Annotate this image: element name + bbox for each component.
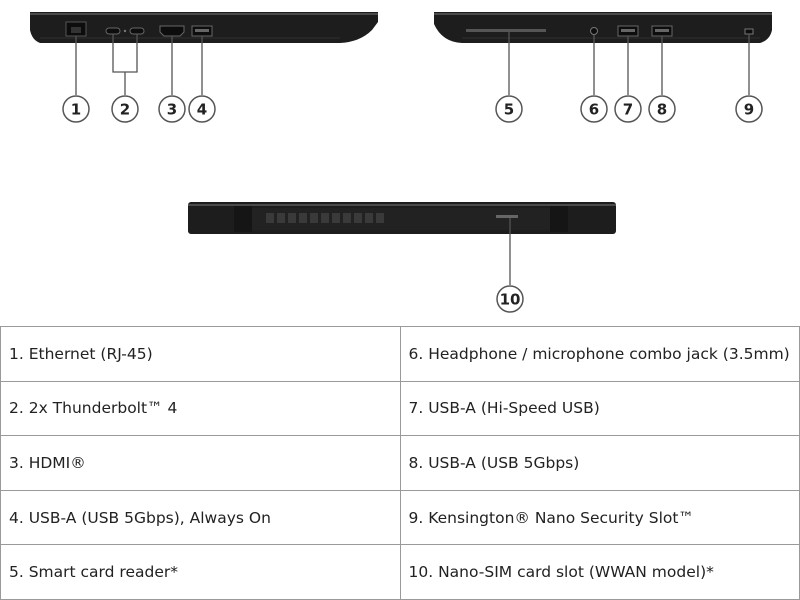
right-side-view bbox=[434, 12, 772, 43]
callout-7: 7 bbox=[614, 95, 642, 123]
smart-card-slot bbox=[466, 29, 546, 32]
svg-text:2: 2 bbox=[120, 101, 130, 119]
usb-a-port-right-2 bbox=[651, 25, 673, 37]
port-description: 5. Smart card reader* bbox=[0, 544, 401, 600]
table-row: 2. 2x Thunderbolt™ 4 7. USB-A (Hi-Speed … bbox=[0, 380, 800, 437]
svg-text:9: 9 bbox=[744, 101, 754, 119]
kensington-slot bbox=[744, 28, 754, 35]
callout-6: 6 bbox=[580, 95, 608, 123]
table-row: 4. USB-A (USB 5Gbps), Always On 9. Kensi… bbox=[0, 489, 800, 546]
svg-text:5: 5 bbox=[504, 101, 514, 119]
nano-sim-slot bbox=[496, 215, 518, 218]
port-description: 6. Headphone / microphone combo jack (3.… bbox=[399, 326, 800, 382]
laptop-side-views-diagram: 1 2 3 4 5 6 7 8 9 10 bbox=[30, 12, 772, 313]
port-description: 4. USB-A (USB 5Gbps), Always On bbox=[0, 489, 401, 546]
svg-text:1: 1 bbox=[71, 101, 81, 119]
svg-text:7: 7 bbox=[623, 101, 633, 119]
left-side-view bbox=[30, 12, 378, 43]
port-description: 1. Ethernet (RJ-45) bbox=[0, 326, 401, 382]
rear-view bbox=[188, 202, 616, 234]
port-description: 7. USB-A (Hi-Speed USB) bbox=[399, 380, 800, 437]
svg-text:3: 3 bbox=[167, 101, 177, 119]
port-description: 10. Nano-SIM card slot (WWAN model)* bbox=[399, 544, 800, 600]
port-legend-table: 1. Ethernet (RJ-45) 6. Headphone / micro… bbox=[0, 326, 800, 600]
callout-9: 9 bbox=[735, 95, 763, 123]
thunderbolt-ports bbox=[105, 27, 145, 35]
svg-text:8: 8 bbox=[657, 101, 667, 119]
callout-10: 10 bbox=[496, 285, 524, 313]
svg-text:4: 4 bbox=[197, 101, 207, 119]
port-description: 3. HDMI® bbox=[0, 435, 401, 491]
ethernet-port bbox=[65, 21, 87, 37]
audio-jack bbox=[590, 27, 598, 35]
hdmi-port bbox=[159, 25, 185, 37]
port-description: 9. Kensington® Nano Security Slot™ bbox=[399, 489, 800, 546]
callout-1: 1 bbox=[62, 95, 90, 123]
usb-a-port-left bbox=[191, 25, 213, 37]
table-row: 3. HDMI® 8. USB-A (USB 5Gbps) bbox=[0, 435, 800, 491]
table-row: 5. Smart card reader* 10. Nano-SIM card … bbox=[0, 544, 800, 600]
callout-4: 4 bbox=[188, 95, 216, 123]
rear-vent bbox=[266, 213, 384, 223]
leader-lines bbox=[75, 32, 750, 285]
callout-5: 5 bbox=[495, 95, 523, 123]
callout-3: 3 bbox=[158, 95, 186, 123]
callout-8: 8 bbox=[648, 95, 676, 123]
port-description: 8. USB-A (USB 5Gbps) bbox=[399, 435, 800, 491]
usb-a-port-right-1 bbox=[617, 25, 639, 37]
svg-text:6: 6 bbox=[589, 101, 599, 119]
svg-text:10: 10 bbox=[500, 291, 521, 309]
port-description: 2. 2x Thunderbolt™ 4 bbox=[0, 380, 401, 437]
table-row: 1. Ethernet (RJ-45) 6. Headphone / micro… bbox=[0, 326, 800, 382]
callout-2: 2 bbox=[111, 95, 139, 123]
